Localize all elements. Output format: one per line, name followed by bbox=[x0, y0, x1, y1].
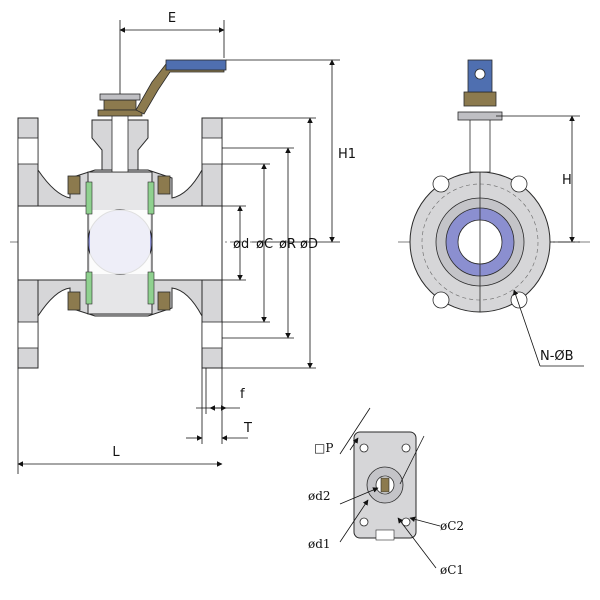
label-c1: øC1 bbox=[440, 563, 464, 577]
pad-hole bbox=[359, 517, 369, 527]
body-bolt bbox=[67, 175, 81, 195]
pad-dims: □P ød2 ød1 øC2 øC1 bbox=[308, 407, 464, 577]
end-stem-plate bbox=[457, 111, 503, 121]
end-bolt-hole bbox=[510, 175, 528, 193]
seat bbox=[85, 181, 93, 215]
ball-bore bbox=[90, 210, 150, 274]
end-handle-hole bbox=[474, 68, 486, 80]
flange-hole bbox=[17, 137, 39, 165]
flange-hole bbox=[201, 137, 223, 165]
stem-top bbox=[99, 93, 141, 101]
handle-arm bbox=[135, 61, 225, 115]
label-r: øR bbox=[279, 237, 296, 252]
seat bbox=[85, 271, 93, 305]
side-section-view bbox=[10, 59, 252, 369]
end-stem bbox=[469, 117, 491, 173]
label-t: T bbox=[243, 421, 252, 436]
flange-hole bbox=[17, 321, 39, 349]
label-h: H bbox=[562, 173, 572, 188]
body-bolt bbox=[157, 175, 171, 195]
dim-f-t: f T bbox=[186, 368, 252, 444]
label-dd: øD bbox=[300, 237, 318, 252]
label-f: f bbox=[240, 387, 245, 402]
handle-grip bbox=[165, 59, 227, 71]
flange-hole bbox=[201, 321, 223, 349]
dim-e: E bbox=[119, 11, 225, 94]
bolt-circle bbox=[421, 183, 539, 301]
dim-h1: H1 bbox=[226, 59, 356, 243]
seat bbox=[147, 181, 155, 215]
pad-stem-flat bbox=[380, 477, 390, 493]
label-c: øC bbox=[256, 237, 273, 252]
stem-nut bbox=[103, 99, 137, 111]
stem bbox=[111, 111, 129, 173]
end-bolt-hole bbox=[510, 291, 528, 309]
dim-h: H bbox=[496, 115, 580, 243]
end-bolt-hole bbox=[432, 175, 450, 193]
label-nb: N-ØB bbox=[540, 349, 574, 364]
label-h1: H1 bbox=[338, 147, 356, 162]
body-bolt bbox=[67, 291, 81, 311]
dim-nb: N-ØB bbox=[512, 289, 584, 367]
end-view bbox=[398, 59, 590, 313]
label-e: E bbox=[168, 11, 176, 26]
label-l: L bbox=[112, 445, 120, 460]
mounting-pad-view bbox=[353, 431, 417, 541]
end-bolt-hole bbox=[432, 291, 450, 309]
stem-washer bbox=[97, 109, 143, 117]
label-d2: ød2 bbox=[308, 489, 331, 503]
label-p: □P bbox=[314, 441, 333, 455]
pad-notch bbox=[375, 529, 395, 541]
end-stem-nut bbox=[463, 91, 497, 107]
dim-diameters: ød øC øR øD bbox=[222, 117, 318, 369]
pad-hole bbox=[359, 443, 369, 453]
label-d: ød bbox=[233, 237, 249, 252]
body-bolt bbox=[157, 291, 171, 311]
label-c2: øC2 bbox=[440, 519, 464, 533]
dim-l: L bbox=[17, 368, 223, 474]
pad-hole bbox=[401, 443, 411, 453]
label-d1: ød1 bbox=[308, 537, 331, 551]
seat bbox=[147, 271, 155, 305]
